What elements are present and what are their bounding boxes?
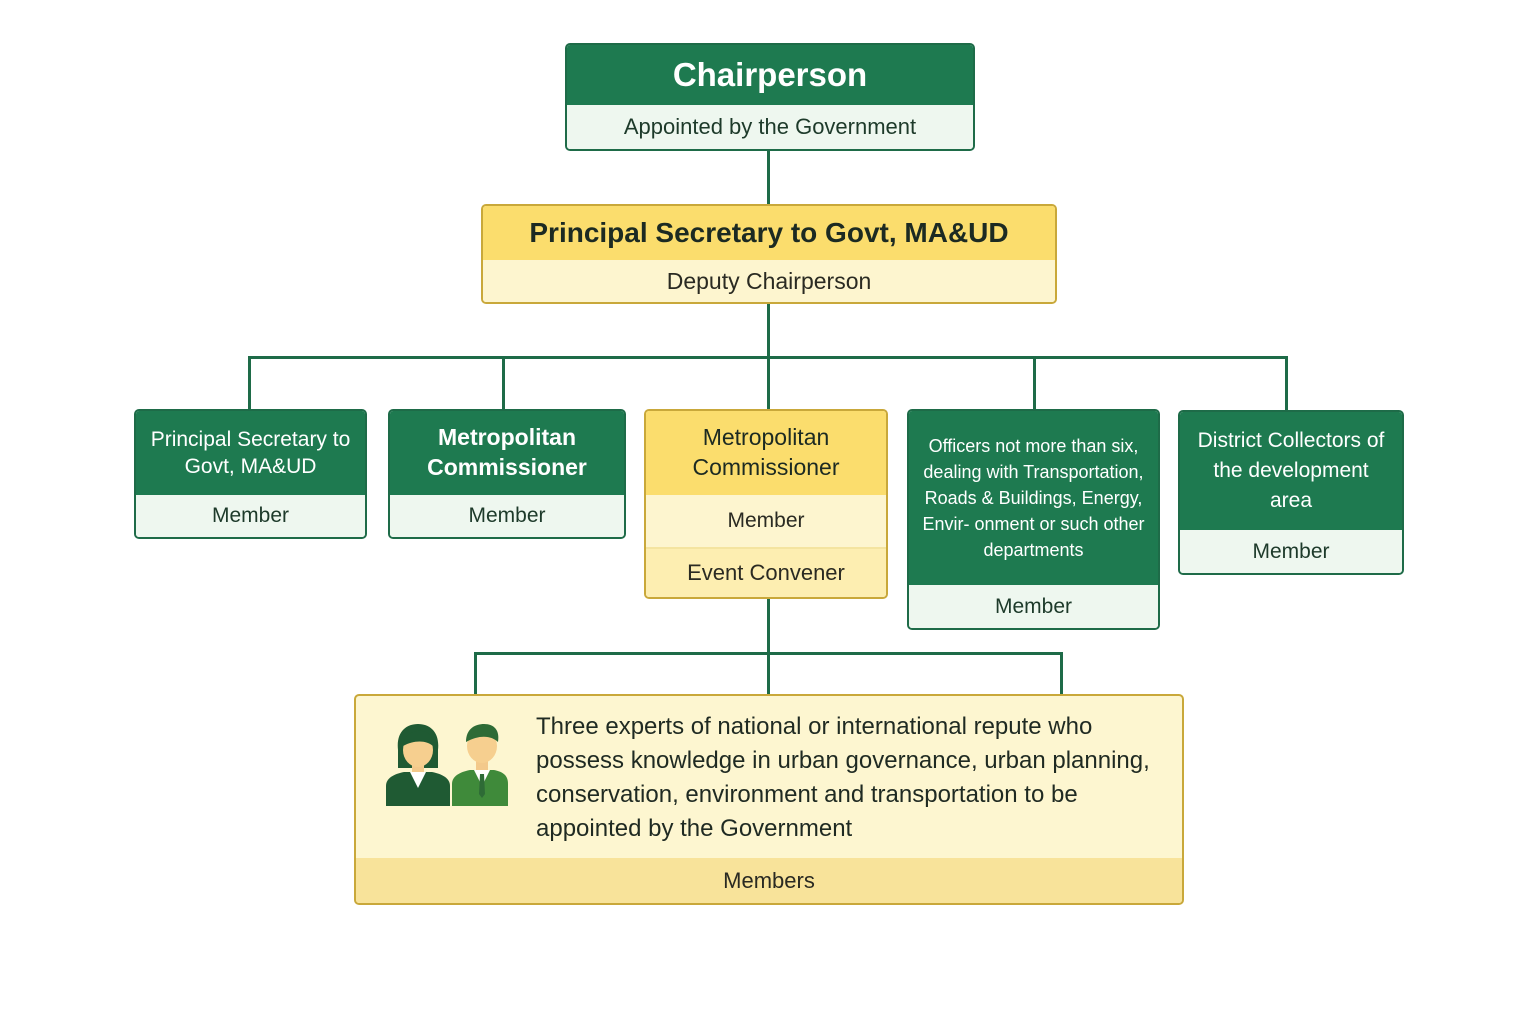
deputy-title: Principal Secretary to Govt, MA&UD [483,206,1055,260]
member-role: Member [646,495,886,547]
member-box-officers: Officers not more than six, dealing with… [907,409,1160,630]
connector-experts-left [474,652,477,696]
connector-drop-2 [502,356,505,411]
connector-experts-bus [474,652,1063,655]
member-box-metropolitan-commissioner: Metropolitan Commissioner Member [388,409,626,539]
connector-drop-3 [767,356,770,411]
member-role: Member [1180,530,1402,573]
chairperson-title: Chairperson [567,45,973,105]
event-convener-label: Event Convener [646,547,886,597]
deputy-box: Principal Secretary to Govt, MA&UD Deput… [481,204,1057,304]
member-role: Member [390,495,624,537]
connector-convener-down [767,597,770,695]
member-box-district-collectors: District Collectors of the development a… [1178,410,1404,575]
connector-experts-right [1060,652,1063,696]
people-icon [386,724,508,806]
experts-description: Three experts of national or internation… [536,713,1150,842]
member-box-convener: Metropolitan Commissioner Member Event C… [644,409,888,599]
member-box-principal-secretary: Principal Secretary to Govt, MA&UD Membe… [134,409,367,539]
connector-drop-5 [1285,356,1288,412]
member-role: Member [136,495,365,537]
connector-drop-4 [1033,356,1036,411]
member-title: Principal Secretary to Govt, MA&UD [136,411,365,495]
member-title: Metropolitan Commissioner [390,411,624,495]
connector-deputy-bus [767,302,770,359]
member-title: Metropolitan Commissioner [646,411,886,495]
chairperson-box: Chairperson Appointed by the Government [565,43,975,151]
deputy-subtitle: Deputy Chairperson [483,260,1055,302]
experts-body: Three experts of national or internation… [356,696,1182,858]
member-title: Officers not more than six, dealing with… [909,411,1158,585]
connector-drop-1 [248,356,251,411]
chairperson-subtitle: Appointed by the Government [567,105,973,149]
member-title: District Collectors of the development a… [1180,412,1402,530]
connector-chair-deputy [767,150,770,206]
member-role: Member [909,585,1158,628]
experts-box: Three experts of national or internation… [354,694,1184,905]
experts-role: Members [356,858,1182,903]
